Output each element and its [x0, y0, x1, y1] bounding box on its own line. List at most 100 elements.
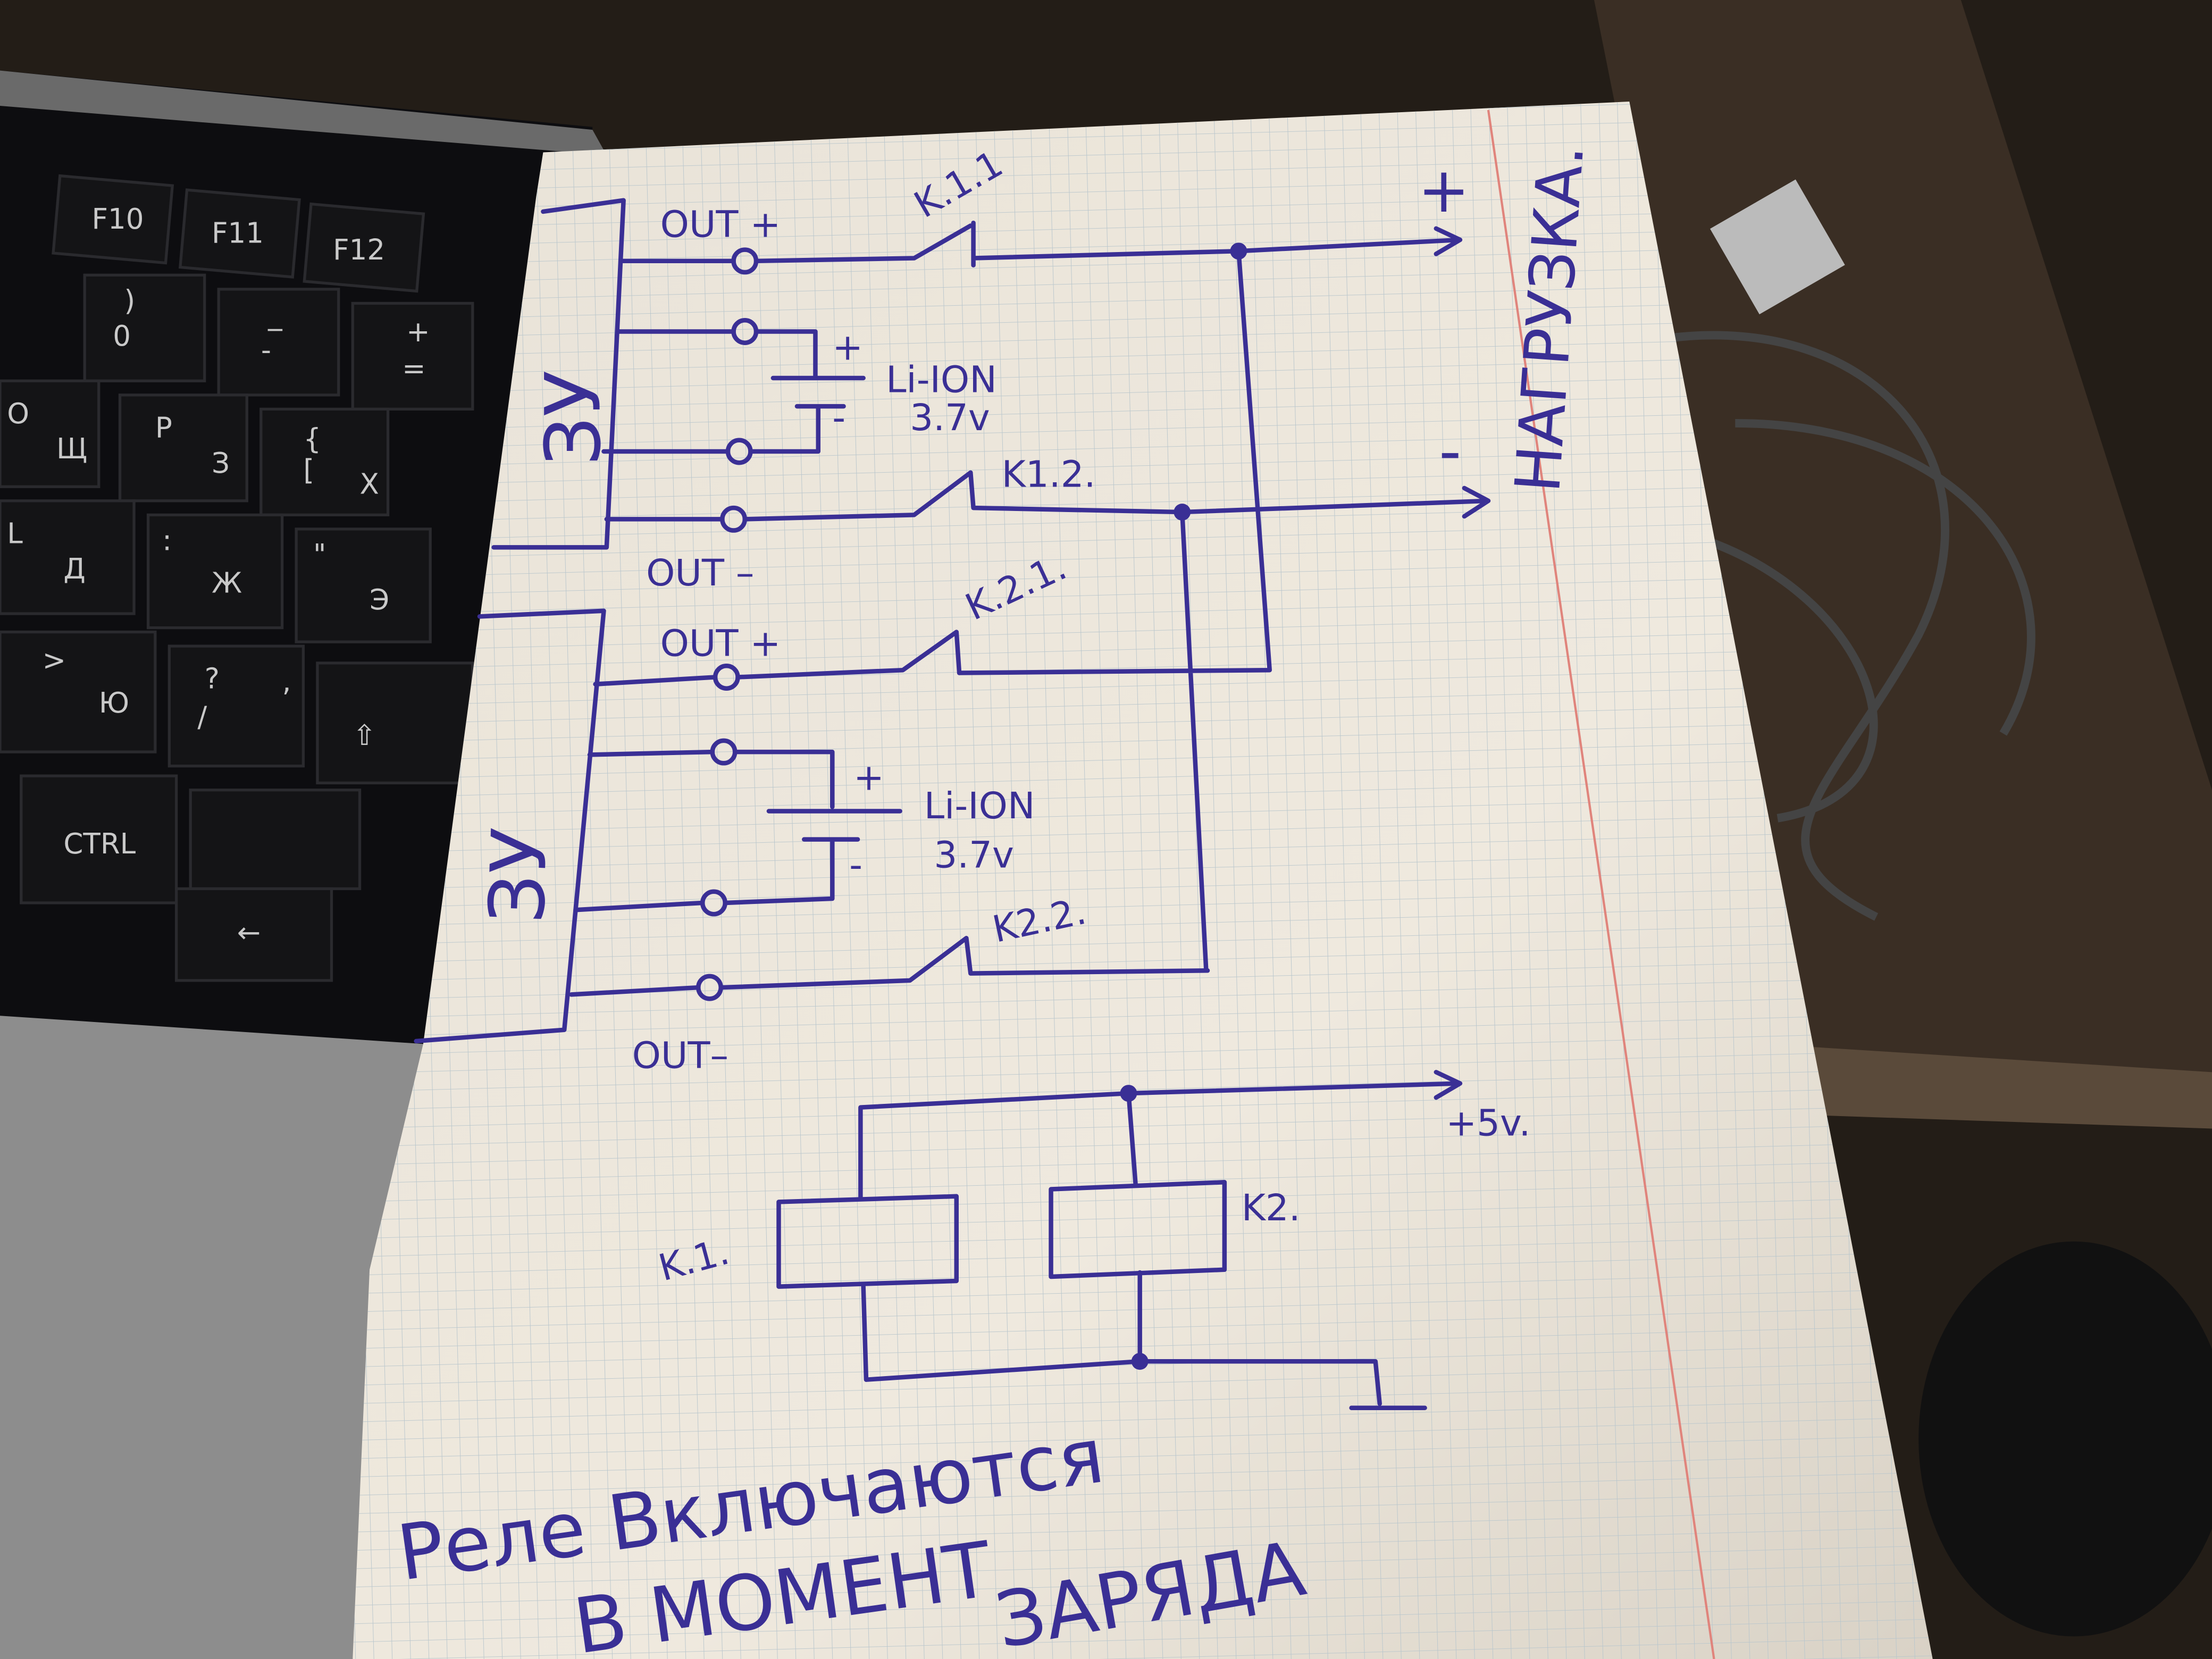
battery-2-wire	[573, 749, 902, 912]
battery-minus-label: -	[832, 397, 845, 439]
cables	[1664, 331, 2035, 921]
out-plus-label: OUT +	[660, 623, 781, 665]
key-label: :	[162, 524, 172, 557]
key-label: Р	[155, 411, 172, 444]
key-l[interactable]	[0, 499, 136, 615]
key-label: Д	[63, 552, 85, 585]
relay-k1-coil	[776, 1194, 959, 1289]
speaker	[1918, 1241, 2212, 1637]
terminal	[713, 664, 740, 691]
relay-k2-coil	[1049, 1180, 1227, 1279]
battery-plus-label: +	[853, 757, 884, 799]
key-label: _	[267, 298, 283, 331]
key-label: Щ	[56, 432, 87, 465]
battery-plus-label: +	[832, 326, 863, 369]
key-blank[interactable]	[189, 789, 362, 891]
charger-unit-2: ЗУ OUT + K.2.1. + - Li-ION 3.7v K2.2. OU…	[414, 546, 1210, 1077]
supply-label: +5v.	[1446, 1102, 1530, 1145]
key-slash[interactable]	[167, 644, 305, 768]
key-label: F10	[91, 203, 144, 236]
laptop-edge	[0, 70, 607, 155]
key-label: [	[303, 454, 314, 487]
relay-circuit: +5v. K.1. K2.	[655, 1070, 1530, 1410]
key-minus[interactable]	[217, 288, 340, 397]
key-o[interactable]	[0, 379, 100, 488]
out-plus-wire-2	[593, 630, 962, 686]
battery-1-wire	[601, 329, 866, 454]
charger-unit-1: ЗУ OUT + K.1.1 + + - Li-ION 3.7v K1.2. O…	[491, 143, 1491, 594]
load-plus-label: +	[1418, 154, 1470, 227]
junction-dot	[1120, 1085, 1137, 1102]
key-quote[interactable]	[295, 527, 432, 643]
terminal	[731, 318, 759, 345]
desk-edge	[1763, 1044, 2212, 1129]
relay-k2-label: K2.	[1242, 1187, 1301, 1229]
key-0[interactable]	[83, 273, 206, 382]
key-label: Ж	[212, 566, 242, 599]
out-minus-label: OUT–	[632, 1034, 728, 1077]
key-f10[interactable]	[52, 174, 174, 265]
terminal	[731, 247, 759, 275]
bus-wires	[957, 248, 1272, 973]
key-label: Ю	[99, 686, 129, 719]
shift-icon: ⇧	[353, 719, 376, 752]
key-label: /	[197, 700, 207, 733]
key-semicolon[interactable]	[146, 513, 284, 630]
key-label: ,	[282, 665, 291, 698]
terminal	[710, 738, 738, 766]
key-label: CTRL	[63, 827, 136, 860]
key-label: Э	[370, 583, 389, 616]
terminal	[700, 889, 727, 917]
junction-dot	[1174, 504, 1191, 521]
battery-voltage-label: 3.7v	[934, 834, 1014, 877]
switch-k12-label: K1.2.	[1002, 453, 1096, 496]
key-label: 0	[113, 320, 131, 353]
key-label: F12	[333, 233, 385, 266]
terminal	[725, 438, 753, 465]
junction-dot	[1230, 242, 1247, 260]
out-minus-label: OUT –	[646, 552, 754, 594]
key-shift[interactable]	[316, 661, 474, 785]
battery-voltage-label: 3.7v	[910, 397, 990, 439]
key-ctrl[interactable]	[20, 774, 178, 904]
terminal	[696, 974, 723, 1001]
out-minus-wire-1	[604, 470, 1491, 522]
key-label: +	[406, 315, 430, 348]
laptop-palmrest	[0, 1016, 423, 1659]
terminal	[720, 505, 748, 533]
out-minus-wire-2	[569, 936, 1210, 997]
out-plus-label: OUT +	[660, 204, 781, 246]
connector	[1710, 179, 1845, 315]
supply-wire	[858, 1070, 1463, 1202]
key-label: >	[43, 644, 66, 677]
key-equals[interactable]	[351, 301, 474, 411]
margin-line	[1487, 110, 1715, 1659]
battery-minus-label: -	[849, 844, 862, 886]
key-label: )	[124, 284, 135, 317]
charger-2-label: ЗУ	[473, 826, 565, 925]
key-label: О	[7, 397, 29, 430]
key-label: {	[303, 423, 321, 456]
charger-2-box	[414, 608, 606, 1044]
notebook-page	[353, 102, 1933, 1659]
junction-dot	[1131, 1353, 1149, 1370]
key-bracket[interactable]	[259, 407, 390, 517]
key-label: З	[212, 447, 230, 480]
out-plus-wire-1	[618, 220, 1463, 268]
key-f12[interactable]	[303, 202, 425, 293]
battery-type-label: Li-ION	[924, 785, 1035, 827]
arrow-left-icon: ←	[237, 916, 261, 949]
keyboard: F10 F11 F12 ) 0 _ - + = О Щ Р З { [ Х L …	[0, 174, 474, 982]
key-label: "	[313, 538, 326, 571]
key-period[interactable]	[0, 630, 157, 753]
key-label: F11	[212, 216, 264, 249]
key-label: L	[7, 517, 23, 550]
key-label: =	[402, 352, 425, 385]
key-p[interactable]	[118, 393, 248, 502]
key-label: ?	[205, 663, 220, 696]
key-label: Х	[360, 468, 379, 501]
key-f11[interactable]	[178, 188, 301, 279]
load-minus-label: -	[1439, 415, 1461, 488]
key-left[interactable]	[174, 887, 333, 982]
